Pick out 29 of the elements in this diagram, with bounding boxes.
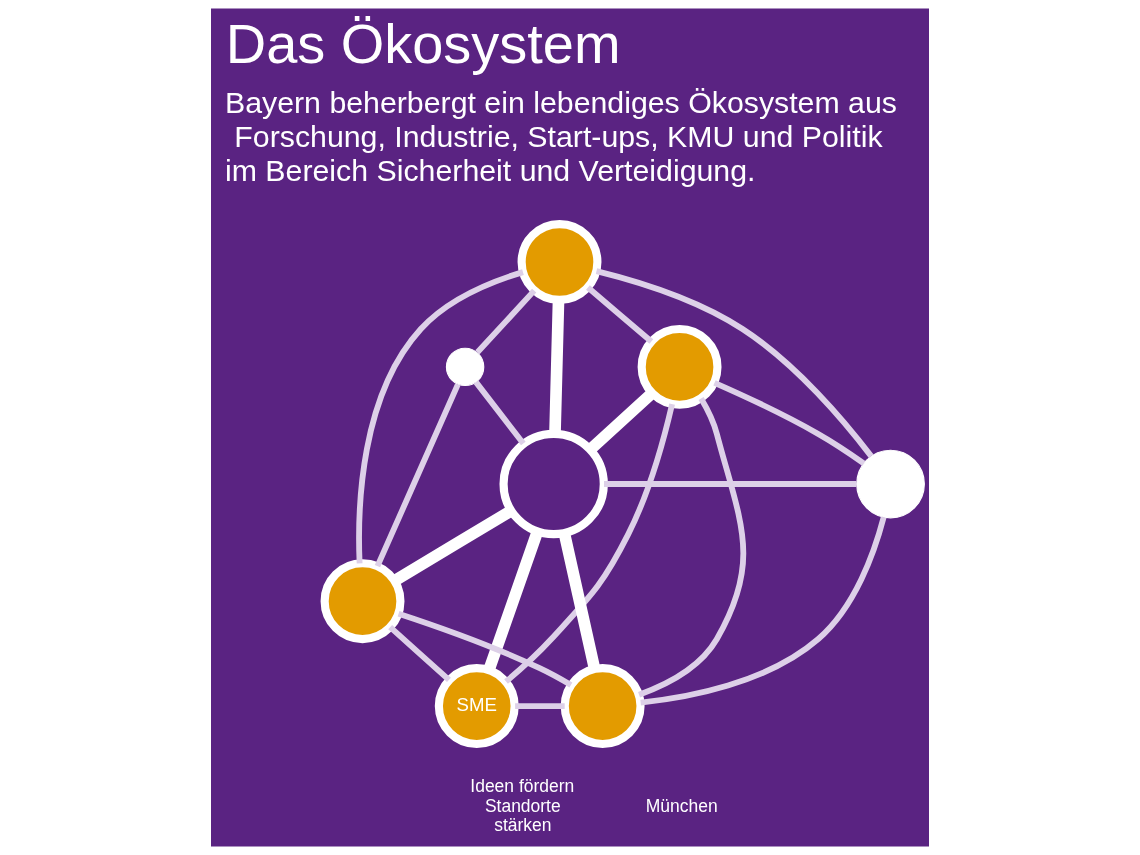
node-circle: SME bbox=[434, 664, 519, 749]
connector bbox=[374, 383, 461, 568]
connector bbox=[388, 625, 451, 683]
connector bbox=[473, 380, 526, 446]
connector bbox=[391, 505, 514, 586]
connector bbox=[638, 397, 747, 698]
connector bbox=[397, 610, 573, 688]
node-circle bbox=[499, 429, 608, 539]
node-circle bbox=[445, 347, 485, 387]
node-circle bbox=[560, 664, 645, 749]
connector bbox=[475, 288, 537, 355]
connector bbox=[713, 380, 866, 466]
node-circle bbox=[320, 559, 405, 644]
label: Bayern beherbergt ein lebendiges Ökosystem aus Forschung, Industrie, Start-ups, KMU und Politik im Bereich Sicherheit und Verteidigung. bbox=[224, 86, 897, 187]
node-circle bbox=[637, 324, 722, 409]
connector bbox=[586, 285, 654, 344]
connector bbox=[595, 268, 874, 458]
connector bbox=[504, 403, 675, 684]
connector bbox=[586, 388, 656, 454]
connector bbox=[558, 532, 601, 670]
connector bbox=[356, 269, 524, 564]
connector bbox=[515, 703, 565, 709]
node-circle bbox=[856, 449, 925, 519]
diagram-title: Das Ökosystem bbox=[225, 11, 621, 75]
connector bbox=[640, 516, 887, 706]
label: München bbox=[645, 795, 718, 816]
connector bbox=[604, 481, 857, 487]
node-circle bbox=[517, 220, 602, 304]
label: Ideen fördern Standorte stärken bbox=[470, 775, 575, 836]
